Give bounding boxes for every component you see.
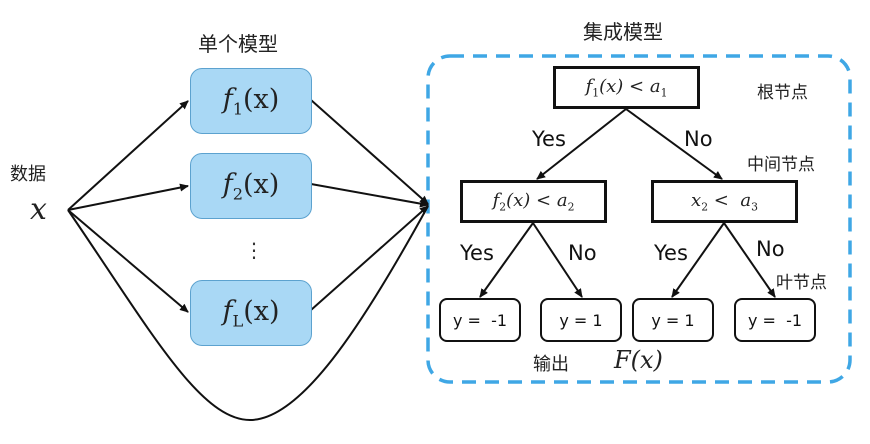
data-symbol: x [30, 192, 47, 227]
middle-left-condition: f2(x) < a2 [492, 189, 575, 214]
edge-label-root-yes: Yes [532, 127, 566, 151]
tree-middle-node-left: f2(x) < a2 [460, 180, 607, 223]
node-type-root: 根节点 [757, 83, 808, 103]
edge-x-bypass-curve [67, 205, 429, 422]
edge-label-root-no: No [684, 127, 713, 151]
edge-f2-to-ensemble [310, 183, 429, 208]
node-type-leaf: 叶节点 [776, 273, 827, 293]
data-label: 数据 [10, 164, 46, 185]
models-ellipsis: ⋮ [244, 238, 264, 262]
tree-middle-node-right: x2 < a3 [651, 180, 798, 223]
edge-right-right [723, 222, 776, 298]
output-label: 输出 [533, 354, 569, 375]
ensemble-dashed-border [426, 54, 852, 384]
node-type-middle: 中间节点 [747, 155, 815, 175]
model-box-f1: f1(x) [190, 68, 312, 134]
output-symbol: F(x) [614, 346, 663, 374]
edge-x-to-f2 [67, 183, 189, 211]
edge-left-left [479, 222, 534, 298]
root-condition: f1(x) < a1 [585, 75, 668, 100]
edge-label-right-no: No [756, 237, 785, 261]
edge-label-right-yes: Yes [654, 241, 688, 265]
tree-root-node: f1(x) < a1 [553, 66, 700, 109]
edge-x-to-fL [67, 209, 189, 313]
edge-x-to-f1 [67, 100, 189, 211]
edge-fL-to-ensemble [310, 205, 429, 311]
edge-right-left [671, 222, 725, 298]
tree-leaf-1: y = -1 [439, 298, 521, 342]
edge-left-right [532, 222, 583, 298]
model-box-f2: f2(x) [190, 153, 312, 219]
model-expr-f1: f1(x) [222, 83, 280, 119]
tree-leaf-3: y = 1 [632, 298, 714, 342]
ensemble-title: 集成模型 [583, 20, 663, 44]
edge-label-left-no: No [568, 241, 597, 265]
model-expr-f2: f2(x) [222, 168, 280, 204]
edge-label-left-yes: Yes [460, 241, 494, 265]
edge-root-left [536, 108, 627, 180]
tree-leaf-4: y = -1 [734, 298, 816, 342]
edge-f1-to-ensemble [310, 99, 429, 205]
edge-root-right [625, 108, 723, 180]
model-box-fL: fL(x) [190, 280, 312, 346]
middle-right-condition: x2 < a3 [691, 189, 758, 214]
tree-leaf-2: y = 1 [540, 298, 622, 342]
single-model-title: 单个模型 [198, 32, 278, 56]
model-expr-fL: fL(x) [222, 295, 280, 331]
